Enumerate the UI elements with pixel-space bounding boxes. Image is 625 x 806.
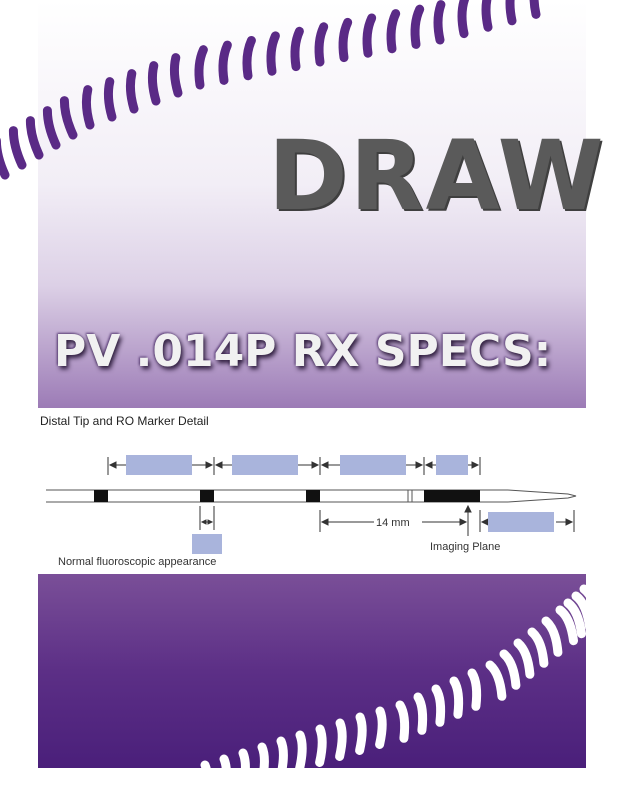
stitch-mark <box>8 126 27 170</box>
stitch-mark <box>0 137 10 180</box>
spec-label-box <box>192 534 222 554</box>
spec-label-box <box>436 455 468 475</box>
ro-marker <box>200 490 214 502</box>
distance-dimension <box>319 510 468 532</box>
imaging-plane-pointer <box>464 504 472 536</box>
ro-marker <box>424 490 480 502</box>
stitch-mark <box>200 760 212 803</box>
page-title: DRAW <box>268 120 606 232</box>
top-gradient-panel <box>38 0 586 408</box>
marker-length-callout <box>199 506 215 530</box>
page-subtitle: PV .014P RX SPECS: <box>54 326 552 377</box>
stitch-mark <box>587 577 610 618</box>
stitch-mark <box>579 584 602 625</box>
ro-marker <box>94 490 108 502</box>
ro-marker <box>306 490 320 502</box>
spec-label-box <box>488 512 554 532</box>
spec-label-box <box>126 455 192 475</box>
dimension-label: 14 mm <box>376 517 410 529</box>
diagram-caption: Distal Tip and RO Marker Detail <box>40 414 209 428</box>
spec-label-box <box>232 455 298 475</box>
guidewire-diagram: Normal fluoroscopic appearance 14 mm Ima… <box>46 455 577 568</box>
normal-appearance-label: Normal fluoroscopic appearance <box>58 556 216 568</box>
spec-label-box <box>340 455 406 475</box>
bottom-purple-panel <box>38 574 586 768</box>
imaging-plane-label: Imaging Plane <box>430 541 500 553</box>
